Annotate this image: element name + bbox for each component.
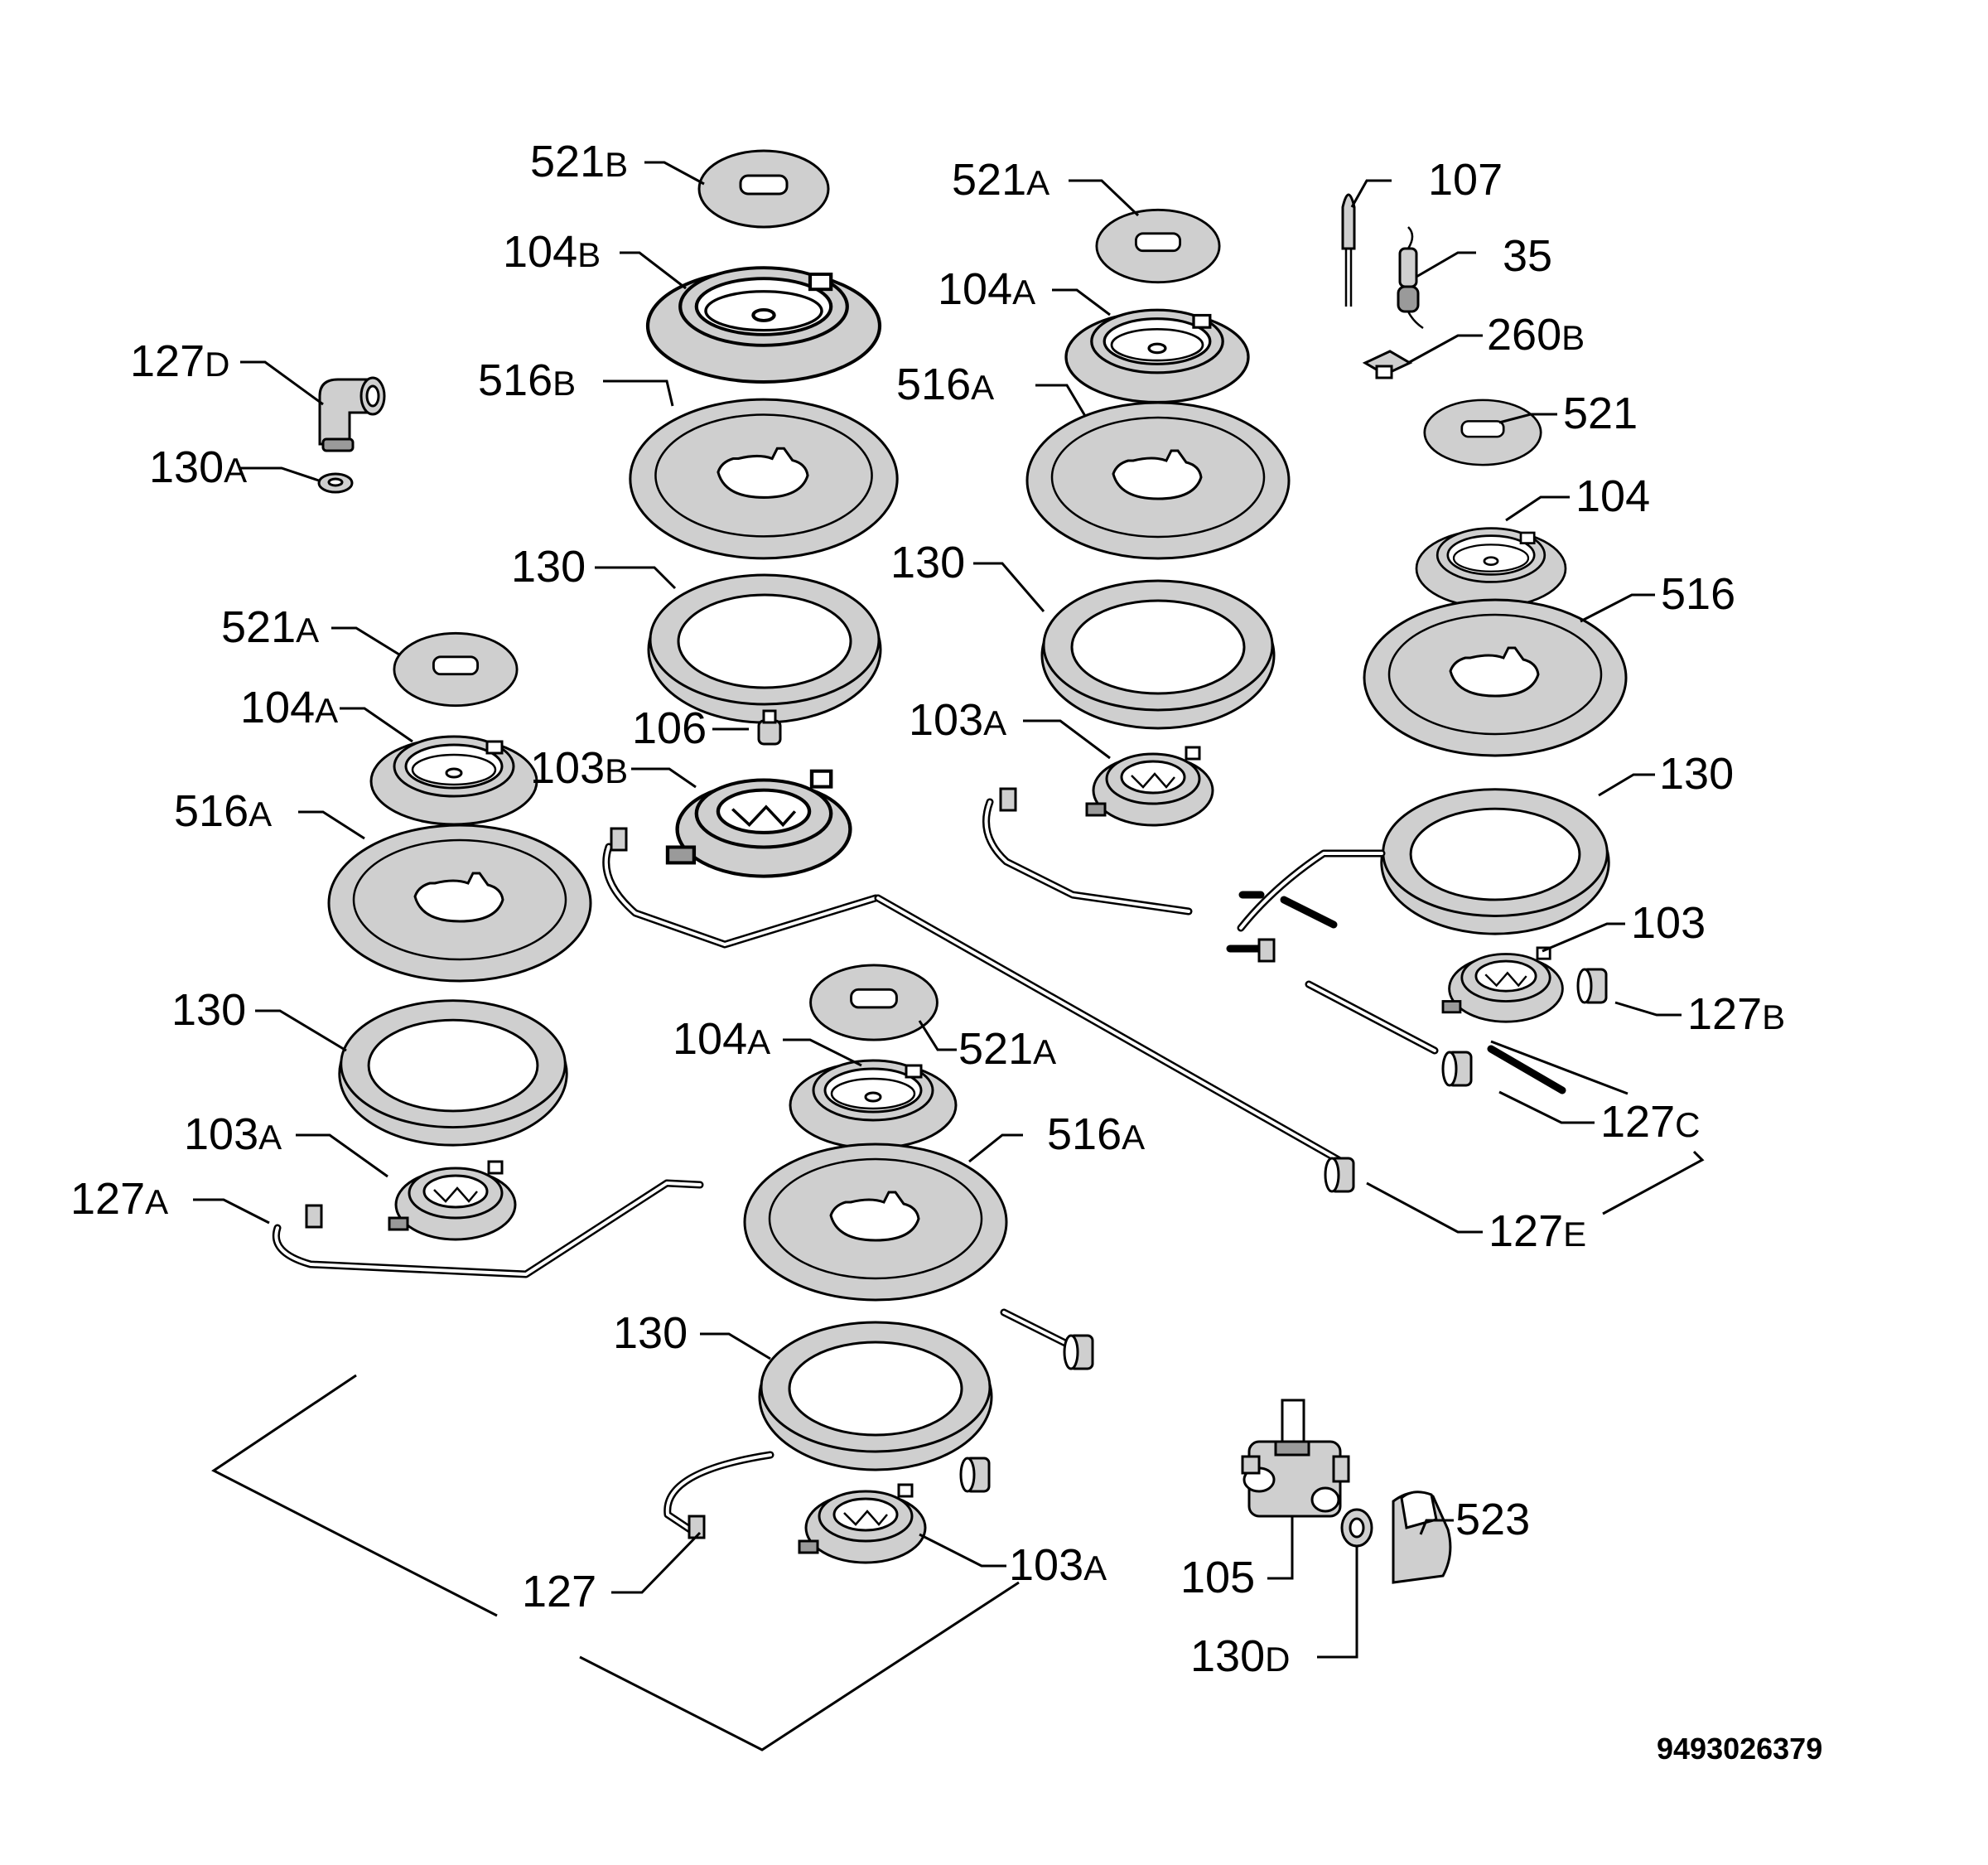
label-130a: 130A: [149, 442, 247, 492]
part-pipe-clamp-103b: [610, 827, 628, 852]
label-516a-bottom: 516A: [1047, 1109, 1145, 1159]
part-nut-127b: [1576, 968, 1608, 1004]
label-127b: 127B: [1687, 989, 1785, 1039]
label-103a-bottom: 103A: [1009, 1540, 1107, 1590]
label-103b: 103B: [530, 743, 628, 793]
label-104: 104: [1575, 471, 1650, 521]
part-washer-130a: [317, 472, 354, 494]
part-clip-260b: [1362, 350, 1413, 379]
part-elbow-127d: [318, 376, 386, 452]
part-knob-523: [1392, 1491, 1452, 1584]
part-spillage-tray-516a-left: [327, 824, 592, 983]
part-spillage-tray-516a-top: [1025, 401, 1291, 560]
part-pipe-clamp-103a: [999, 787, 1017, 812]
label-521a-bottom: 521A: [958, 1024, 1056, 1074]
document-number: 9493026379: [1657, 1732, 1822, 1766]
part-cap-521a-top: [1095, 208, 1221, 284]
part-burner-base-103a-left: [388, 1160, 517, 1241]
part-nut-bottom-right: [1063, 1334, 1094, 1370]
part-thermocouple-107: [1341, 193, 1356, 307]
label-130-right: 130: [1659, 749, 1734, 799]
part-spillage-tray-516b: [629, 398, 899, 560]
label-516: 516: [1661, 569, 1735, 619]
leader-lines: [193, 161, 1682, 1659]
label-521a-left: 521A: [221, 602, 319, 652]
label-105: 105: [1180, 1553, 1255, 1602]
label-104a-bottom: 104A: [673, 1014, 770, 1064]
label-521a-top: 521A: [952, 155, 1049, 205]
part-burner-base-103: [1441, 946, 1564, 1023]
label-260b: 260B: [1487, 310, 1585, 360]
label-103a-left: 103A: [184, 1109, 282, 1159]
part-burner-base-103a-top: [1085, 746, 1214, 827]
part-ring-130-left: [338, 999, 568, 1147]
part-spillage-tray-516a-bottom: [743, 1143, 1008, 1302]
part-burner-head-104a-bottom: [789, 1059, 958, 1150]
label-104b: 104B: [503, 227, 601, 277]
part-injector-106: [757, 709, 782, 746]
part-ring-130-top-left: [647, 573, 882, 724]
parts-drawing: [211, 149, 1705, 1751]
part-labels: 521B 104B 516B 130 106 103B 521A 104A 51…: [70, 137, 1822, 1766]
part-nut-bottom-mid: [959, 1457, 991, 1493]
label-127d: 127D: [130, 336, 229, 386]
part-cap-521a-left: [393, 631, 519, 708]
label-130-top-mid: 130: [890, 538, 965, 587]
part-pipe-clamp-127a: [305, 1204, 323, 1229]
label-127e: 127E: [1489, 1206, 1586, 1256]
part-burner-base-103a-bottom: [798, 1483, 927, 1564]
part-seal-130d: [1340, 1508, 1373, 1548]
label-521b: 521B: [530, 137, 628, 186]
part-cap-521: [1423, 399, 1542, 466]
part-gas-tap-105: [1241, 1399, 1350, 1518]
part-electrode-35: [1397, 226, 1424, 330]
part-nut-127c: [1441, 1051, 1473, 1087]
label-516a-left: 516A: [174, 786, 272, 836]
label-104a-left: 104A: [240, 683, 338, 732]
part-ring-130-right: [1380, 788, 1610, 935]
label-103: 103: [1631, 898, 1706, 948]
label-127a: 127A: [70, 1174, 168, 1224]
part-cap-521b: [697, 149, 830, 229]
label-104a-top: 104A: [938, 264, 1035, 314]
part-nut-127e: [1324, 1157, 1355, 1193]
gas-pipes: [273, 798, 1566, 1535]
part-burner-head-104: [1415, 527, 1567, 609]
part-burner-head-104a-left: [369, 735, 538, 826]
label-107: 107: [1428, 155, 1503, 205]
part-burner-head-104a-top: [1064, 308, 1250, 404]
part-cap-521a-bottom: [809, 964, 939, 1041]
label-516b: 516B: [478, 355, 576, 405]
label-130d: 130D: [1190, 1631, 1290, 1681]
label-130-bottom: 130: [613, 1308, 688, 1358]
part-spillage-tray-516: [1363, 598, 1628, 757]
label-516a-top: 516A: [896, 360, 994, 409]
label-127: 127: [522, 1567, 596, 1616]
group-frame-lines: [211, 1040, 1705, 1751]
part-ring-130-bottom: [758, 1321, 993, 1471]
label-521: 521: [1563, 389, 1638, 438]
label-35: 35: [1503, 231, 1552, 281]
label-130-left: 130: [171, 985, 246, 1035]
label-106: 106: [632, 703, 707, 753]
label-127c: 127C: [1600, 1097, 1700, 1147]
label-130-top-left: 130: [511, 542, 586, 592]
part-pipe-clamp-103: [1257, 938, 1276, 963]
label-523: 523: [1455, 1495, 1530, 1544]
part-ring-130-top-mid: [1040, 579, 1276, 730]
label-103a-top: 103A: [909, 695, 1006, 745]
